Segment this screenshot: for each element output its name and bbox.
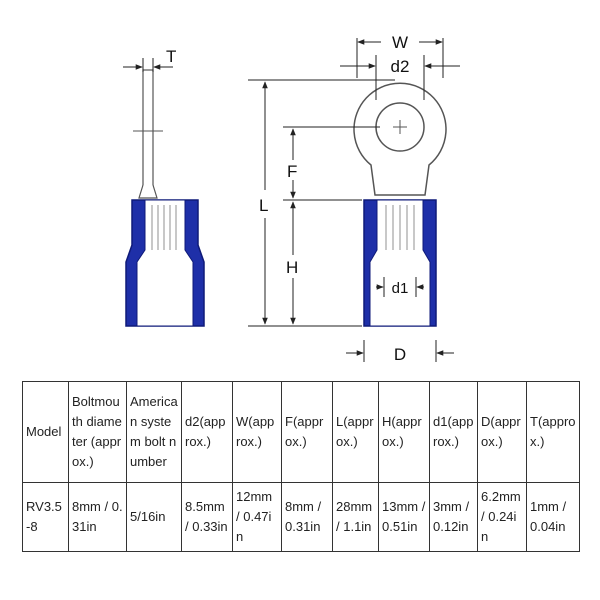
- header-cell: Model: [22, 381, 69, 483]
- dim-label-d1: d1: [392, 280, 409, 297]
- dim-label-d2: d2: [391, 57, 410, 76]
- table-cell: 12mm / 0.47in: [232, 482, 282, 552]
- front-view: W d2 L F H d1 D: [248, 33, 460, 364]
- table-cell: 8.5mm / 0.33in: [181, 482, 233, 552]
- terminal-dimension-diagram: T W d2 L: [123, 33, 460, 364]
- table-cell: 28mm / 1.1in: [332, 482, 379, 552]
- dim-label-D: D: [394, 345, 406, 364]
- dim-label-W: W: [392, 33, 408, 52]
- header-cell: F(approx.): [281, 381, 333, 483]
- table-cell: 8mm / 0.31in: [281, 482, 333, 552]
- table-row: RV3.5-8 8mm / 0.31in 5/16in 8.5mm / 0.33…: [22, 482, 580, 552]
- dim-label-L: L: [259, 196, 268, 215]
- dim-label-F: F: [287, 162, 297, 181]
- table-cell: RV3.5-8: [22, 482, 69, 552]
- header-cell: Boltmouth diameter (approx.): [68, 381, 127, 483]
- table-cell: 5/16in: [126, 482, 182, 552]
- side-view: T: [123, 47, 205, 327]
- table-cell: 3mm / 0.12in: [429, 482, 478, 552]
- dim-label-H: H: [286, 258, 298, 277]
- header-cell: D(approx.): [477, 381, 527, 483]
- table-cell: 6.2mm / 0.24in: [477, 482, 527, 552]
- table-header-row: Model Boltmouth diameter (approx.) Ameri…: [22, 381, 580, 483]
- table-cell: 13mm / 0.51in: [378, 482, 430, 552]
- header-cell: W(approx.): [232, 381, 282, 483]
- header-cell: L(approx.): [332, 381, 379, 483]
- table-cell: 1mm / 0.04in: [526, 482, 580, 552]
- header-cell: American system bolt number: [126, 381, 182, 483]
- spec-table: Model Boltmouth diameter (approx.) Ameri…: [22, 381, 580, 552]
- header-cell: d1(approx.): [429, 381, 478, 483]
- dim-label-T: T: [166, 47, 176, 66]
- header-cell: H(approx.): [378, 381, 430, 483]
- table-cell: 8mm / 0.31in: [68, 482, 127, 552]
- side-tongue: [142, 69, 154, 196]
- header-cell: T(approx.): [526, 381, 580, 483]
- header-cell: d2(approx.): [181, 381, 233, 483]
